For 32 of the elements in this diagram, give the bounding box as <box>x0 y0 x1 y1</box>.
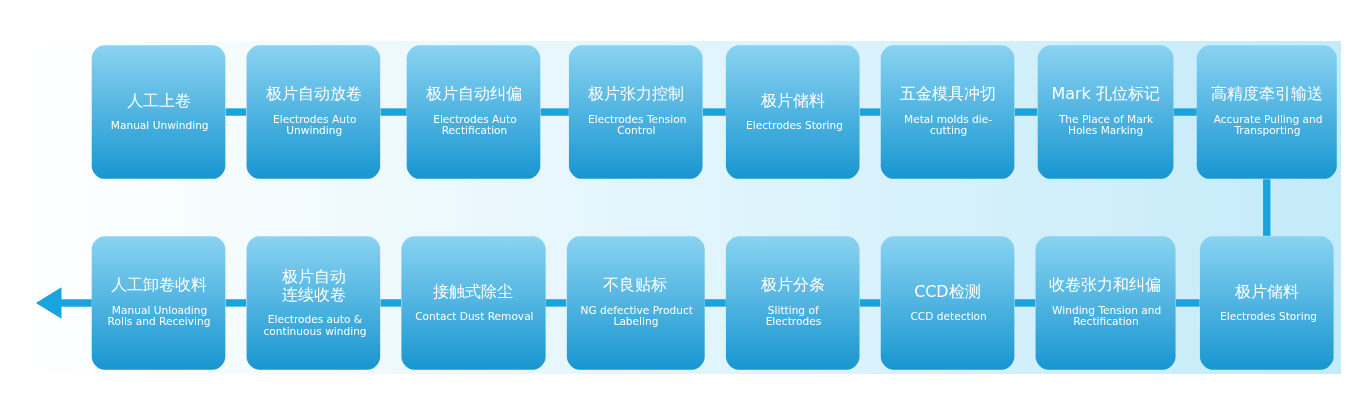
node-box: 收卷张力和纠偏 Winding Tension and Rectification <box>1035 235 1176 370</box>
connector <box>704 298 726 307</box>
node-box: 高精度牵引输送 Accurate Pulling and Transporting <box>1196 44 1337 179</box>
connector <box>225 107 247 116</box>
node-box: 不良贴标 NG defective Product Labeling <box>566 235 705 370</box>
node-box: 五金模具冲切 Metal molds die-cutting <box>880 44 1015 179</box>
connector <box>380 107 407 116</box>
node-box: 接触式除尘 Contact Dust Removal <box>401 235 546 370</box>
connector <box>702 107 726 116</box>
connector <box>380 298 401 307</box>
node-box: 极片储料 Electrodes Storing <box>1199 235 1334 370</box>
connector <box>540 107 569 116</box>
connector <box>1014 298 1036 307</box>
node-box: 极片自动纠偏 Electrodes Auto Rectification <box>406 44 541 179</box>
node-box: 极片自动连续收卷 Electrodes auto & continuous winding <box>246 235 381 370</box>
node-box: 人工卸卷收料 Manual Unloading Rolls and Receiving <box>91 235 226 370</box>
connector <box>1175 298 1200 307</box>
node-box: 极片分条 Slitting of Electrodes <box>725 235 860 370</box>
node-box: 极片张力控制 Electrodes Tension Control <box>568 44 703 179</box>
node-box: 极片储料 Electrodes Storing <box>725 44 860 179</box>
node-box: 人工上卷 Manual Unwinding <box>91 44 226 179</box>
connector <box>1173 107 1197 116</box>
connector <box>545 298 567 307</box>
node-box: 极片自动放卷 Electrodes Auto Unwinding <box>246 44 381 179</box>
node-box: Mark 孔位标记 The Place of Mark Holes Marking <box>1037 44 1174 179</box>
connector <box>1014 107 1038 116</box>
connector <box>859 107 881 116</box>
node-box: CCD检测 CCD detection <box>880 235 1015 370</box>
connector <box>1263 178 1271 236</box>
connector <box>225 298 247 307</box>
arrow <box>35 286 92 319</box>
connector <box>859 298 881 307</box>
